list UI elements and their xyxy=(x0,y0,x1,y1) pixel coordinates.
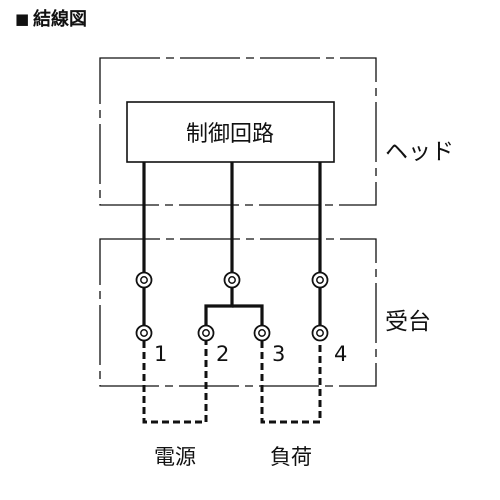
terminal-upper-left xyxy=(135,271,153,289)
control-circuit-box xyxy=(126,101,335,163)
terminal-number-2: 2 xyxy=(216,342,229,366)
terminal-upper-right xyxy=(311,271,329,289)
base-section-label: 受台 xyxy=(385,309,431,335)
terminal-4 xyxy=(311,324,329,342)
terminal-number-1: 1 xyxy=(154,342,167,366)
terminal-number-4: 4 xyxy=(334,342,347,366)
heading-title: 結線図 xyxy=(33,8,87,30)
load-wiring-dashed xyxy=(260,341,322,424)
heading-marker: ■ xyxy=(15,10,29,28)
wire-base-branch-3 xyxy=(232,304,264,325)
terminal-upper-center xyxy=(223,271,241,289)
power-wiring-dashed xyxy=(142,341,208,424)
wire-base-branch-2 xyxy=(204,287,234,325)
terminal-3 xyxy=(253,324,271,342)
load-label: 負荷 xyxy=(270,445,312,469)
head-enclosure-outline xyxy=(99,57,377,206)
terminal-1 xyxy=(135,324,153,342)
head-section-label: ヘッド xyxy=(385,139,454,165)
power-label: 電源 xyxy=(154,445,196,469)
terminal-number-3: 3 xyxy=(272,342,285,366)
base-enclosure-outline xyxy=(99,238,377,387)
control-circuit-label: 制御回路 xyxy=(186,122,274,147)
terminal-2 xyxy=(197,324,215,342)
